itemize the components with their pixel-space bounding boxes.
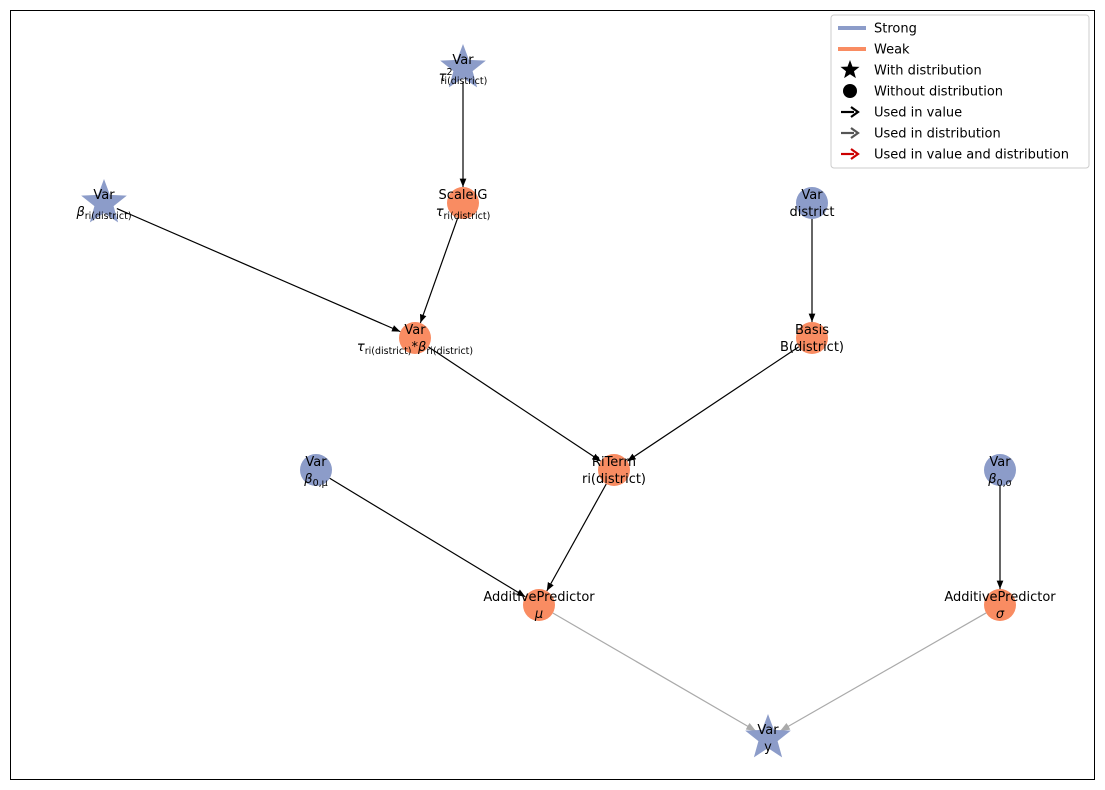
node-ap_sigma-name-label: σ [996, 607, 1005, 622]
node-tau_beta-math-part: τ [357, 340, 365, 355]
legend-item-weak: Weak [838, 43, 910, 58]
legend-item-with-dist: With distribution [840, 60, 982, 79]
node-tau2-type-label: Var [452, 53, 474, 68]
node-ap_mu-type-label: AdditivePredictor [483, 590, 595, 605]
legend-item-without-dist: Without distribution [843, 84, 1003, 100]
legend-item-used-dist: Used in distribution [841, 127, 1001, 142]
edge-ap_sigma-to-y [779, 612, 987, 732]
node-beta0_mu-name-label: β0,μ [303, 472, 327, 489]
node-beta0_mu-circle[interactable] [300, 454, 332, 486]
node-basis-type-label: Basis [795, 323, 829, 338]
node-beta_ri-math-part: β [75, 205, 84, 220]
edge-tau_beta-to-riterm [428, 346, 601, 462]
node-beta0_sigma-type-label: Var [989, 455, 1011, 470]
edge-beta_ri-to-tau_beta [116, 208, 401, 333]
plot-frame [10, 10, 1095, 780]
node-ap_sigma-math-part: σ [996, 607, 1005, 622]
node-scaleig-type-label: ScaleIG [439, 188, 488, 203]
node-ap_sigma-circle[interactable] [984, 589, 1016, 621]
legend-strong-label: Strong [874, 22, 917, 37]
node-riterm-type-label: RiTerm [592, 455, 636, 470]
nodes-layer [81, 44, 1016, 758]
edges-layer [116, 82, 1004, 732]
edge-beta0_mu-to-ap_mu [329, 477, 526, 598]
legend-used-dist-arrow-icon [841, 127, 860, 139]
legend-used-value-label: Used in value [874, 106, 962, 121]
node-tau_beta-circle[interactable] [399, 322, 431, 354]
node-tau_beta-math-part: *β [412, 340, 427, 355]
legend-item-used-both: Used in value and distribution [841, 148, 1069, 163]
node-basis-name-label: B(district) [780, 340, 844, 355]
node-district-circle[interactable] [796, 187, 828, 219]
legend-without-dist-circle-icon [843, 84, 857, 98]
node-beta0_sigma-name-label: β0,σ [987, 472, 1011, 489]
node-scaleig-circle[interactable] [447, 187, 479, 219]
legend-used-both-arrow-icon [841, 148, 860, 160]
legend-used-value-arrow-icon [841, 106, 860, 118]
edge-basis-to-riterm [626, 346, 800, 462]
node-beta0_mu-type-label: Var [305, 455, 327, 470]
node-ap_mu-circle[interactable] [523, 589, 555, 621]
edge-scaleig-to-tau_beta [419, 217, 459, 324]
node-riterm-circle[interactable] [598, 454, 630, 486]
legend-without-dist-label: Without distribution [874, 85, 1003, 100]
node-tau_beta-name-label: τri(district)*βri(district) [357, 340, 473, 357]
edge-ap_mu-to-y [552, 612, 757, 732]
node-tau2-math-part: 2 [446, 67, 452, 78]
node-y-name-label: y [764, 740, 772, 755]
node-ap_mu-name-label: μ [534, 607, 543, 622]
node-tau_beta-type-label: Var [404, 323, 426, 338]
node-beta0_sigma-circle[interactable] [984, 454, 1016, 486]
legend-weak-label: Weak [874, 43, 910, 58]
node-beta0_mu-math-part: β [303, 472, 312, 487]
node-tau2-math-part: τ [439, 70, 447, 85]
node-beta0_sigma-math-part: β [987, 472, 996, 487]
node-scaleig-name-label: τri(district) [436, 205, 491, 222]
legend-used-dist-label: Used in distribution [874, 127, 1001, 142]
node-scaleig-math-part: ri(district) [444, 211, 491, 222]
node-basis-circle[interactable] [796, 322, 828, 354]
legend-item-strong: Strong [838, 22, 917, 37]
node-riterm-name-label: ri(district) [582, 472, 646, 487]
node-beta_ri-type-label: Var [93, 188, 115, 203]
legend-box [830, 14, 1090, 169]
node-beta0_sigma-math-part: 0,σ [997, 478, 1012, 489]
legend-used-both-label: Used in value and distribution [874, 148, 1069, 163]
node-y-type-label: Var [757, 723, 779, 738]
node-district-name-label: district [790, 205, 835, 220]
node-scaleig-math-part: τ [436, 205, 444, 220]
node-ap_sigma-type-label: AdditivePredictor [944, 590, 1056, 605]
node-beta0_mu-math-part: 0,μ [313, 478, 328, 489]
node-y-star-icon[interactable] [745, 714, 791, 758]
node-tau_beta-math-part: ri(district) [365, 346, 412, 357]
node-beta_ri-name-label: βri(district) [75, 205, 131, 222]
legend-item-used-value: Used in value [841, 106, 962, 121]
node-beta_ri-math-part: ri(district) [85, 211, 132, 222]
legend-with-dist-star-icon [840, 60, 860, 79]
edge-riterm-to-ap_mu [546, 483, 607, 592]
node-tau_beta-math-part: ri(district) [426, 346, 473, 357]
node-tau2-star-icon[interactable] [440, 44, 486, 88]
node-tau2-math-part: ri(district) [441, 76, 488, 87]
node-beta_ri-star-icon[interactable] [81, 179, 127, 223]
node-ap_mu-math-part: μ [534, 607, 543, 622]
node-district-type-label: Var [801, 188, 823, 203]
legend-with-dist-label: With distribution [874, 64, 982, 79]
